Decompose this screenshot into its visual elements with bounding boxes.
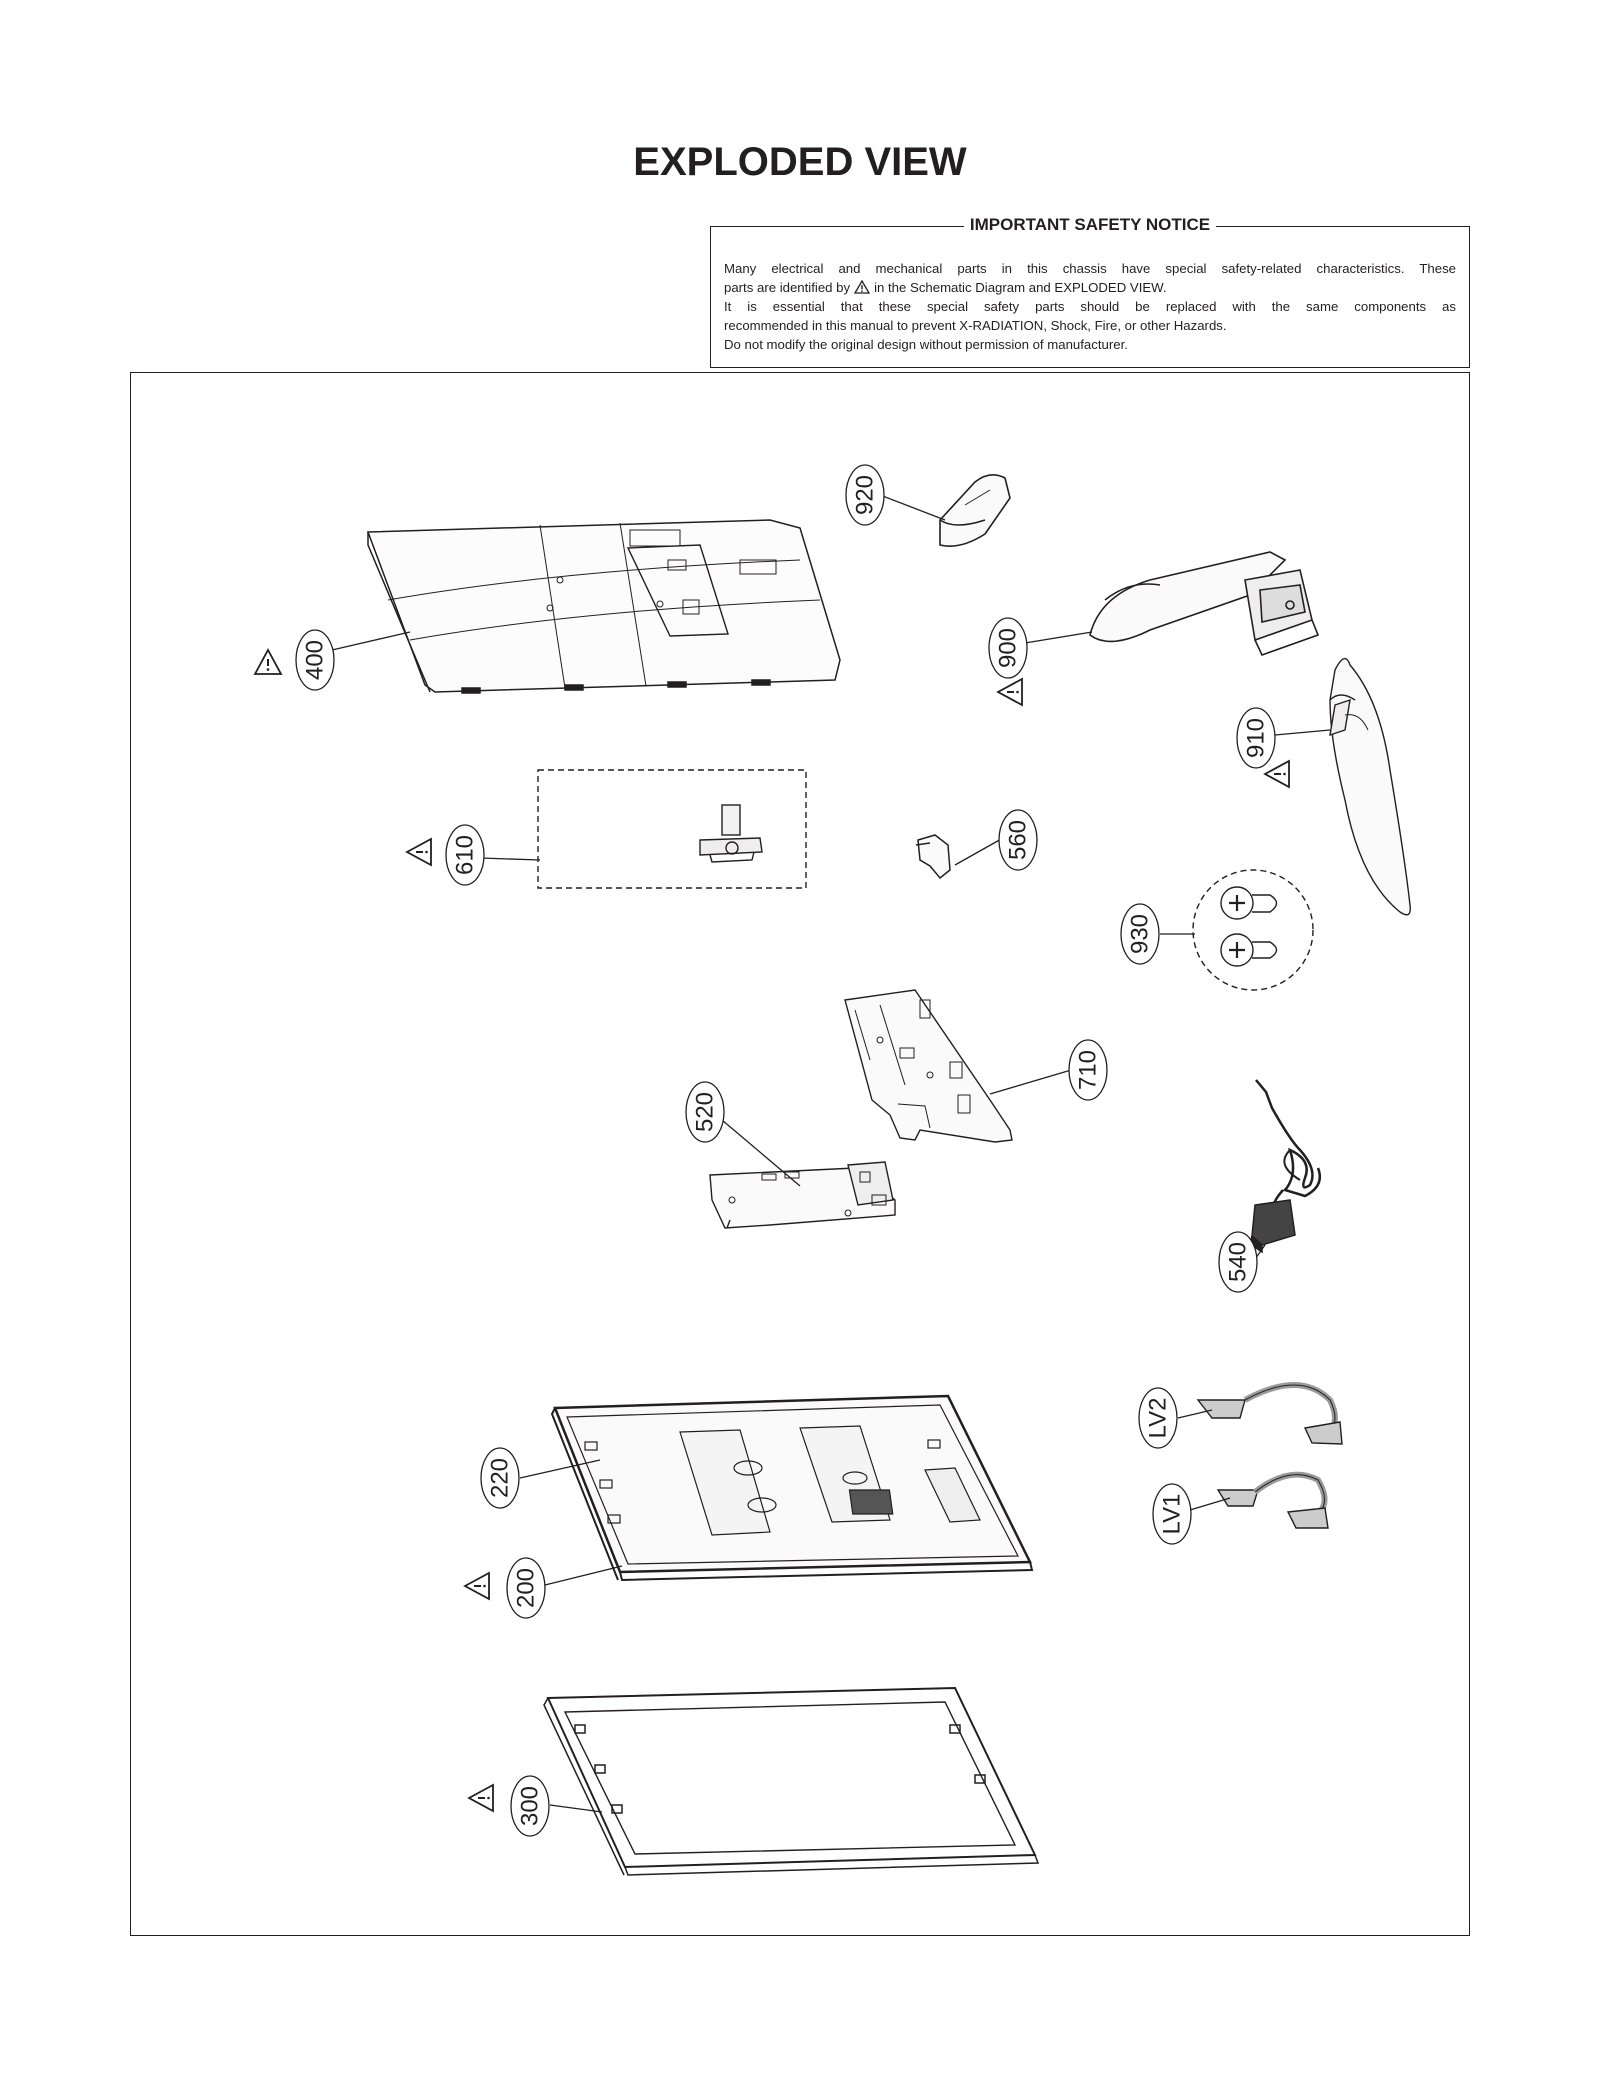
safety-notice-box: IMPORTANT SAFETY NOTICE Many electrical … <box>710 215 1470 368</box>
callout-label-200: 200 <box>513 1568 540 1608</box>
callout-910[interactable]: 910 <box>1236 707 1276 769</box>
callout-label-520: 520 <box>692 1092 719 1132</box>
callout-label-900: 900 <box>995 628 1022 668</box>
callout-920[interactable]: 920 <box>845 464 885 526</box>
callout-label-710: 710 <box>1075 1050 1102 1090</box>
part-540-drawing <box>1249 1079 1322 1254</box>
part-220-drawing <box>584 1425 981 1536</box>
notice-line-5: Do not modify the original design withou… <box>724 337 1128 352</box>
callout-label-lv2: LV2 <box>1145 1398 1172 1439</box>
callout-300[interactable]: 300 <box>510 1775 550 1837</box>
warning-icon-900 <box>997 678 1023 706</box>
callout-610[interactable]: 610 <box>445 824 485 886</box>
part-560-drawing <box>915 834 951 880</box>
callout-label-300: 300 <box>517 1786 544 1826</box>
callout-label-910: 910 <box>1243 718 1270 758</box>
callout-label-930: 930 <box>1127 914 1154 954</box>
warning-icon-400 <box>254 649 282 675</box>
warning-icon-300 <box>468 1784 494 1812</box>
safety-notice-heading: IMPORTANT SAFETY NOTICE <box>963 215 1217 234</box>
part-520-drawing <box>709 1161 896 1229</box>
callout-200[interactable]: 200 <box>506 1557 546 1619</box>
callout-label-540: 540 <box>1225 1242 1252 1282</box>
callout-label-400: 400 <box>302 640 329 680</box>
part-910-drawing <box>1329 657 1411 916</box>
callout-520[interactable]: 520 <box>685 1081 725 1143</box>
callout-lv2[interactable]: LV2 <box>1138 1387 1178 1449</box>
warning-icon-610 <box>406 838 432 866</box>
callout-560[interactable]: 560 <box>998 809 1038 871</box>
safety-notice-body: Many electrical and mechanical parts in … <box>724 259 1456 354</box>
leader-lines <box>331 494 1331 1813</box>
part-610-drawing <box>537 769 807 889</box>
notice-line-4: recommended in this manual to prevent X-… <box>724 318 1227 333</box>
part-900-drawing <box>1089 551 1320 656</box>
callout-label-220: 220 <box>487 1458 514 1498</box>
callout-label-610: 610 <box>452 835 479 875</box>
notice-line-3: It is essential that these special safet… <box>724 299 1456 314</box>
callout-900[interactable]: 900 <box>988 617 1028 679</box>
callout-400[interactable]: 400 <box>295 629 335 691</box>
warning-icon-910 <box>1264 760 1290 788</box>
part-400-drawing <box>366 519 841 694</box>
part-920-drawing <box>939 474 1011 547</box>
part-930-drawing <box>1192 869 1314 991</box>
exploded-view-frame <box>130 372 1470 1936</box>
part-200-drawing <box>550 1394 1034 1582</box>
callout-label-lv1: LV1 <box>1159 1494 1186 1535</box>
callout-540[interactable]: 540 <box>1218 1231 1258 1293</box>
callout-label-560: 560 <box>1005 820 1032 860</box>
safety-warning-icon <box>854 280 871 294</box>
notice-line-1: Many electrical and mechanical parts in … <box>724 261 1456 276</box>
callout-710[interactable]: 710 <box>1068 1039 1108 1101</box>
part-300-drawing <box>543 1686 1040 1876</box>
part-lv1-drawing <box>1216 1471 1329 1529</box>
part-710-drawing <box>844 989 1013 1143</box>
warning-icon-200 <box>464 1572 490 1600</box>
part-lv2-drawing <box>1196 1382 1343 1445</box>
callout-label-920: 920 <box>852 475 879 515</box>
page-title: EXPLODED VIEW <box>633 140 967 184</box>
callout-lv1[interactable]: LV1 <box>1152 1483 1192 1545</box>
callout-930[interactable]: 930 <box>1120 903 1160 965</box>
callout-220[interactable]: 220 <box>480 1447 520 1509</box>
